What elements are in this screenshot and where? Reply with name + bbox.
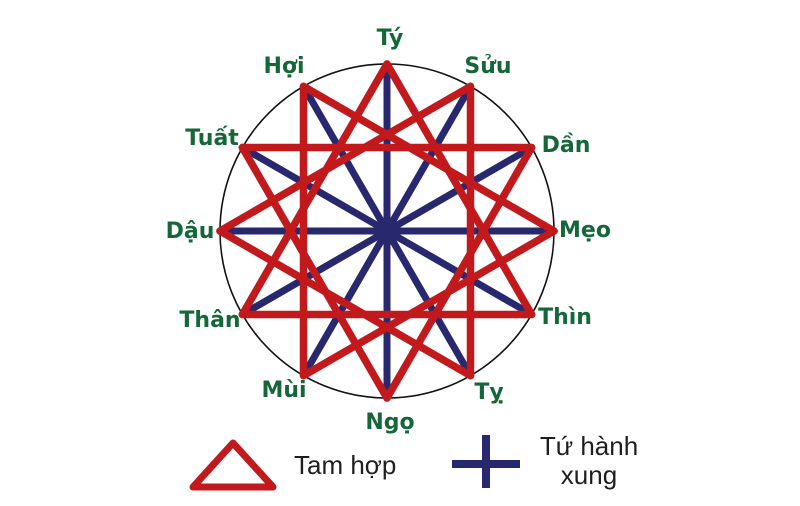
- tam-hop-line: [299, 82, 558, 235]
- zodiac-sign-label: Mùi: [261, 378, 307, 403]
- tu-hanh-xung-line: [300, 82, 474, 380]
- tam-hop-line: [238, 60, 391, 319]
- zodiac-sign-label: Dậu: [165, 219, 215, 244]
- tam-hop-triangle-icon: [189, 439, 277, 491]
- legend-item-tu-hanh-xung: Tứ hành xung: [449, 431, 645, 491]
- zodiac-sign-label: Hợi: [263, 54, 305, 79]
- legend-label-tu-hanh-xung: Tứ hành xung: [539, 431, 639, 490]
- tam-hop-line: [383, 143, 536, 402]
- zodiac-sign-label: Thìn: [538, 305, 592, 330]
- zodiac-sign-label: Tuất: [185, 126, 239, 151]
- legend-label-tam-hop: Tam hợp: [294, 449, 397, 480]
- zodiac-sign-label: Sửu: [464, 54, 512, 79]
- zodiac-sign-label: Ngọ: [365, 410, 415, 435]
- tu-hanh-xung-cross-icon: [452, 435, 520, 488]
- zodiac-sign-label: Tỵ: [474, 380, 504, 405]
- zodiac-sign-label: Mẹo: [559, 218, 611, 243]
- tam-hop-line: [216, 82, 475, 235]
- tam-hop-line: [299, 227, 558, 380]
- zodiac-sign-label: Dần: [541, 133, 591, 158]
- tam-hop-line: [383, 60, 536, 319]
- tam-hop-line: [238, 143, 391, 402]
- tam-hop-line: [216, 227, 475, 380]
- zodiac-sign-label: Tý: [376, 26, 404, 51]
- zodiac-sign-label: Thân: [179, 308, 241, 333]
- legend-item-tam-hop: Tam hợp: [188, 437, 396, 493]
